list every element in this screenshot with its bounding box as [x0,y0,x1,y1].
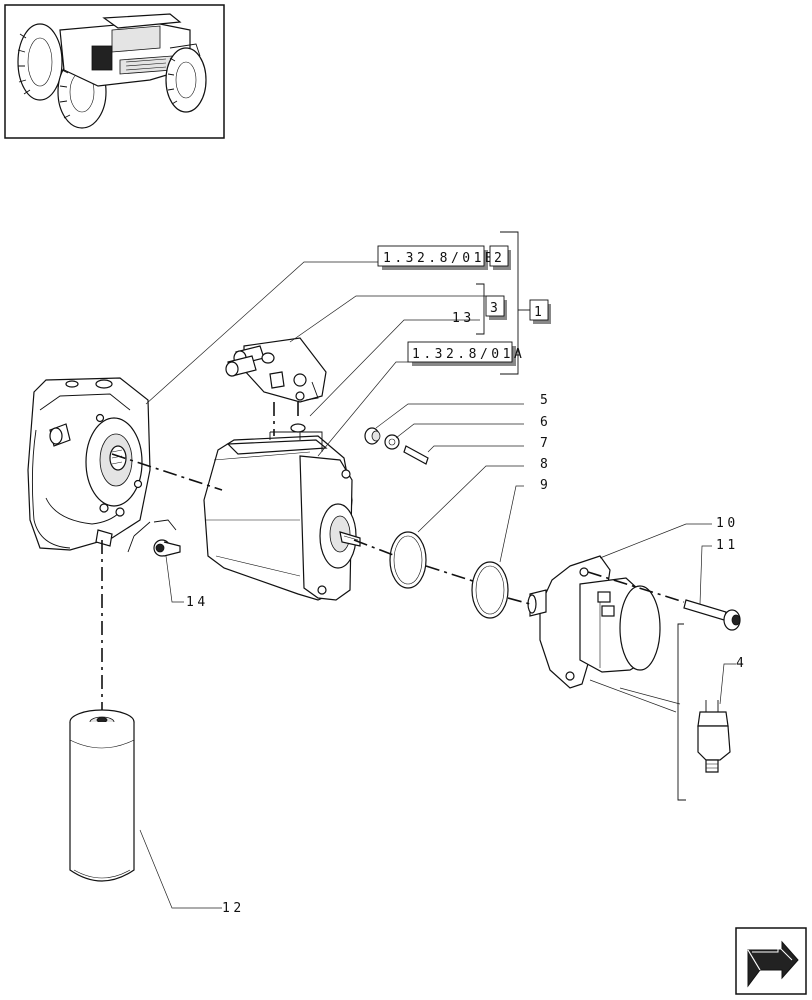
pressure-switch-4 [697,700,731,773]
oring-8 [389,531,427,589]
reference-1-32-8-01B: 1.32.8/01B [377,245,496,270]
plug-5 [364,427,381,445]
group-box-3: 3 [485,295,507,320]
group-3-label: 3 [490,301,501,316]
filter-cartridge-12 [69,709,135,882]
group-box-2: 2 [489,245,511,270]
callout-5: 5 [540,393,551,408]
bolt-11 [683,599,741,631]
callout-7: 7 [540,436,551,451]
reference-1-32-8-01A-label: 1.32.8/01A [412,347,525,362]
callout-13: 13 [452,311,475,326]
reference-1-32-8-01A: 1.32.8/01A [407,341,525,366]
tractor-thumbnail-icon [4,4,225,139]
auxiliary-pump [527,555,661,689]
hydraulic-pump-body [203,431,361,601]
pump-housing [27,377,151,551]
callout-8: 8 [540,457,551,472]
callout-9: 9 [540,478,551,493]
reference-1-32-8-01B-label: 1.32.8/01B [383,251,496,266]
callout-6: 6 [540,415,551,430]
callout-4: 4 [736,656,747,671]
valve-oring [290,423,306,433]
callout-12: 12 [222,901,245,916]
callout-14: 14 [186,595,209,610]
group-1-label: 1 [534,305,545,320]
pin-7 [403,445,429,465]
callout-10: 10 [716,516,739,531]
next-page-arrow-icon[interactable] [735,927,807,995]
seal-6 [384,434,400,450]
control-valve [225,337,327,403]
oring-9 [471,561,509,619]
temperature-sensor-14 [127,519,181,557]
group-box-1: 1 [529,299,551,324]
group-2-label: 2 [494,251,505,266]
callout-11: 11 [716,538,739,553]
